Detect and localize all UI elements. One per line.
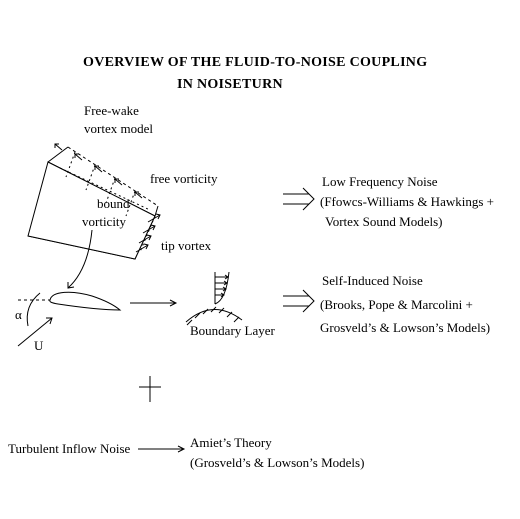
self-induced-noise-models: (Brooks, Pope & Marcolini +: [320, 297, 473, 312]
tip-vortex-arrows: [135, 213, 161, 253]
self-induced-noise-models-cont: Grosveld’s & Lowson’s Models): [320, 320, 491, 335]
plus-sign: [139, 376, 161, 402]
velocity-label: U: [34, 338, 44, 353]
tip-vortex-label: tip vortex: [161, 238, 212, 253]
turbulent-inflow-label: Turbulent Inflow Noise: [8, 441, 131, 456]
low-frequency-noise-models: (Ffowcs-Williams & Hawkings +: [320, 194, 494, 209]
self-induced-noise-title: Self-Induced Noise: [322, 273, 423, 288]
amiet-theory-title: Amiet’s Theory: [190, 435, 272, 450]
section-arrow: [67, 229, 93, 289]
implies-arrow-low-frequency: [283, 187, 315, 211]
page-subtitle: IN NOISETURN: [177, 77, 283, 92]
amiet-theory-models: (Grosveld’s & Lowson’s Models): [190, 455, 365, 470]
angle-and-flow: [17, 292, 53, 347]
boundary-layer-profile: [185, 271, 243, 326]
low-frequency-noise-title: Low Frequency Noise: [322, 174, 438, 189]
alpha-label: α: [15, 307, 22, 322]
vortex-model-label: vortex model: [84, 121, 153, 136]
page-title: OVERVIEW OF THE FLUID-TO-NOISE COUPLING: [83, 55, 428, 70]
free-vorticity-label: free vorticity: [150, 171, 218, 186]
arrow-to-amiet: [138, 445, 186, 453]
arrow-to-boundary-layer: [130, 299, 178, 307]
free-wake-label: Free-wake: [84, 103, 139, 118]
bound-label: bound: [97, 196, 130, 211]
wing-block: [27, 146, 159, 260]
low-frequency-noise-models-cont: Vortex Sound Models): [325, 214, 443, 229]
airfoil: [18, 291, 122, 311]
free-wake-arrows: [54, 143, 143, 199]
vorticity-label: vorticity: [82, 214, 127, 229]
implies-arrow-self-induced: [283, 289, 315, 313]
boundary-layer-label: Boundary Layer: [190, 323, 275, 338]
